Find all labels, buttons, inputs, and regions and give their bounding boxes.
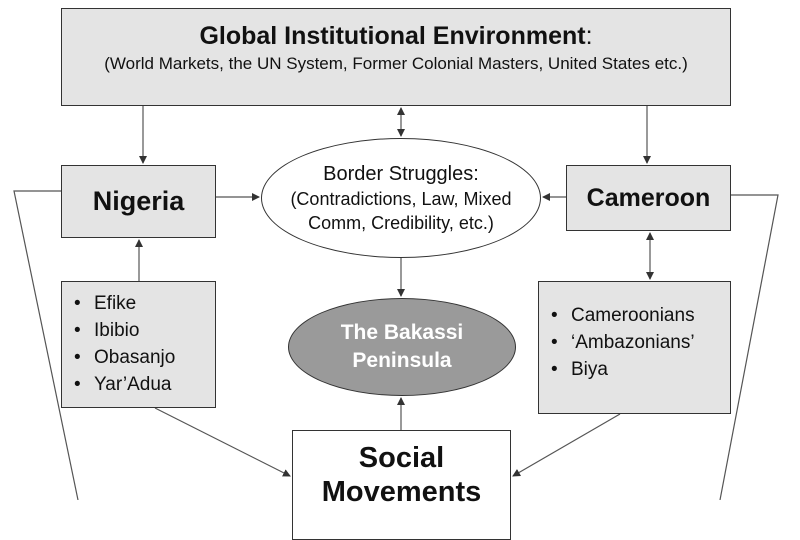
- cameroon-actors-list: Cameroonians ‘Ambazonians’ Biya: [538, 281, 731, 414]
- border-struggles-title: Border Struggles:: [323, 162, 479, 185]
- global-environment-box: Global Institutional Environment: (World…: [61, 8, 731, 106]
- global-environment-subtitle: (World Markets, the UN System, Former Co…: [104, 54, 688, 73]
- nigeria-actors-list: Efike Ibibio Obasanjo Yar’Adua: [61, 281, 216, 408]
- social-movements-box: Social Movements: [292, 430, 511, 540]
- arrow-cameroon-list-to-social: [512, 413, 621, 477]
- feedback-line-left: [13, 190, 79, 500]
- border-struggles-subtitle: (Contradictions, Law, Mixed Comm, Credib…: [290, 188, 512, 233]
- list-item: Yar’Adua: [74, 371, 207, 398]
- social-movements-label: Social Movements: [321, 442, 482, 508]
- list-item: Efike: [74, 290, 207, 317]
- bakassi-peninsula-ellipse: The Bakassi Peninsula: [288, 298, 516, 396]
- nigeria-box: Nigeria: [61, 165, 216, 238]
- nigeria-label: Nigeria: [92, 186, 185, 216]
- feedback-line-right: [719, 194, 779, 500]
- list-item: ‘Ambazonians’: [551, 329, 722, 356]
- global-environment-title: Global Institutional Environment:: [199, 22, 593, 50]
- connector-layer: [13, 106, 779, 500]
- arrow-nigeria-list-to-social: [154, 407, 291, 477]
- list-item: Ibibio: [74, 317, 207, 344]
- border-struggles-ellipse: Border Struggles: (Contradictions, Law, …: [261, 138, 541, 258]
- list-item: Cameroonians: [551, 302, 722, 329]
- cameroon-box: Cameroon: [566, 165, 731, 231]
- cameroon-label: Cameroon: [586, 183, 711, 212]
- bakassi-label: The Bakassi Peninsula: [340, 321, 464, 372]
- list-item: Obasanjo: [74, 344, 207, 371]
- list-item: Biya: [551, 356, 722, 383]
